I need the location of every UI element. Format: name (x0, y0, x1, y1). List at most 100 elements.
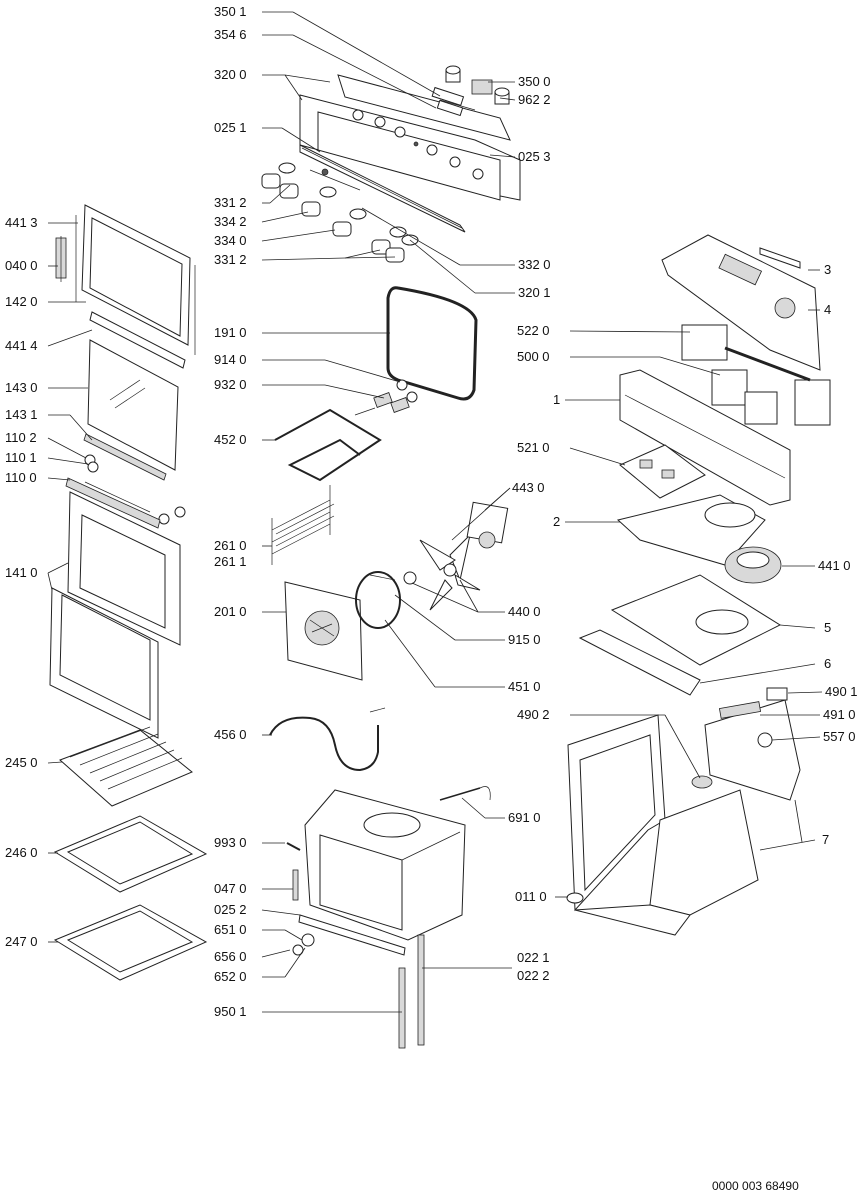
label-191-0: 191 0 (214, 325, 247, 340)
label-025-2: 025 2 (214, 902, 247, 917)
label-522-0: 522 0 (517, 323, 550, 338)
label-022-1: 022 1 (517, 950, 550, 965)
label-011-0: 011 0 (515, 889, 547, 904)
label-656-0: 656 0 (214, 949, 247, 964)
top-heating-element (274, 407, 382, 482)
control-knobs (261, 162, 419, 263)
label-451-0: 451 0 (508, 679, 541, 694)
label-143-0: 143 0 (5, 380, 38, 395)
label-521-0: 521 0 (517, 440, 550, 455)
baking-tray-shallow (53, 815, 208, 893)
label-110-0: 110 0 (5, 470, 37, 485)
label-201-0: 201 0 (214, 604, 247, 619)
label-490-1: 490 1 (825, 684, 858, 699)
relay-modules (681, 324, 831, 426)
label-320-1: 320 1 (518, 285, 551, 300)
label-110-1: 110 1 (5, 450, 37, 465)
label-331-2-b: 331 2 (214, 252, 247, 267)
label-261-0: 261 0 (214, 538, 247, 553)
bottom-trim-strip (578, 629, 701, 696)
door-glass-parts (83, 311, 186, 525)
label-4: 4 (824, 302, 831, 317)
door-outer-glass (49, 491, 181, 739)
top-cover-plate (661, 234, 821, 371)
label-245-0: 245 0 (5, 755, 38, 770)
control-panel-bracket (619, 369, 791, 506)
label-691-0: 691 0 (508, 810, 541, 825)
label-7: 7 (822, 832, 829, 847)
label-025-3: 025 3 (518, 149, 551, 164)
label-143-1: 143 1 (5, 407, 38, 422)
label-950-1: 950 1 (214, 1004, 247, 1019)
leader-lines (47, 11, 823, 1013)
fan-cover (284, 581, 363, 681)
insulation-tray (610, 574, 782, 666)
part-labels: 350 1 354 6 350 0 962 2 320 0 025 1 025 … (5, 4, 858, 1019)
oven-cavity (304, 789, 466, 941)
label-440-0: 440 0 (508, 604, 541, 619)
bottom-heating-element (269, 707, 386, 772)
electronic-control-board (619, 444, 706, 499)
label-491-0: 491 0 (823, 707, 856, 722)
label-5: 5 (824, 620, 831, 635)
label-334-2: 334 2 (214, 214, 247, 229)
label-456-0: 456 0 (214, 727, 247, 742)
label-320-0: 320 0 (214, 67, 247, 82)
side-trim-strips (398, 934, 425, 1049)
label-652-0: 652 0 (214, 969, 247, 984)
label-261-1: 261 1 (214, 554, 247, 569)
label-993-0: 993 0 (214, 835, 247, 850)
label-331-2-a: 331 2 (214, 195, 247, 210)
tangential-fan (724, 546, 782, 584)
label-354-6: 354 6 (214, 27, 247, 42)
label-142-0: 142 0 (5, 294, 38, 309)
label-047-0: 047 0 (214, 881, 247, 896)
label-441-3: 441 3 (5, 215, 38, 230)
label-3: 3 (824, 262, 831, 277)
label-246-0: 246 0 (5, 845, 38, 860)
label-443-0: 443 0 (512, 480, 545, 495)
front-trim-strip (299, 144, 466, 233)
door-hinge (55, 236, 67, 282)
label-332-0: 332 0 (518, 257, 551, 272)
label-6: 6 (824, 656, 831, 671)
side-shelf-runners (271, 485, 335, 565)
label-962-2: 962 2 (518, 92, 551, 107)
oven-outer-casing (566, 714, 759, 936)
timer-module (445, 65, 510, 105)
label-040-0: 040 0 (5, 258, 38, 273)
door-switch-parts (286, 842, 406, 956)
oven-door-gasket (386, 286, 478, 401)
label-141-0: 141 0 (5, 565, 38, 580)
label-441-0: 441 0 (818, 558, 851, 573)
label-441-4: 441 4 (5, 338, 38, 353)
label-915-0: 915 0 (508, 632, 541, 647)
label-932-0: 932 0 (214, 377, 247, 392)
label-651-0: 651 0 (214, 922, 247, 937)
label-350-1: 350 1 (214, 4, 247, 19)
label-914-0: 914 0 (214, 352, 247, 367)
rear-control-panel (704, 687, 801, 801)
label-490-2: 490 2 (517, 707, 550, 722)
label-350-0: 350 0 (518, 74, 551, 89)
label-557-0: 557 0 (823, 729, 856, 744)
lamp-holder-parts (373, 379, 418, 413)
door-inner-frame (75, 204, 196, 355)
thermostat-probe (439, 786, 491, 801)
label-452-0: 452 0 (214, 432, 247, 447)
label-247-0: 247 0 (5, 934, 38, 949)
label-500-0: 500 0 (517, 349, 550, 364)
baking-tray-deep (53, 904, 208, 981)
label-334-0: 334 0 (214, 233, 247, 248)
document-number: 0000 003 68490 (712, 1179, 799, 1193)
label-022-2: 022 2 (517, 968, 550, 983)
door-handle (65, 477, 161, 529)
label-025-1: 025 1 (214, 120, 247, 135)
circular-heating-element (355, 571, 401, 629)
label-2: 2 (553, 514, 560, 529)
label-1: 1 (553, 392, 560, 407)
fan-blade-and-motor (403, 501, 509, 611)
wire-shelf (59, 726, 193, 807)
